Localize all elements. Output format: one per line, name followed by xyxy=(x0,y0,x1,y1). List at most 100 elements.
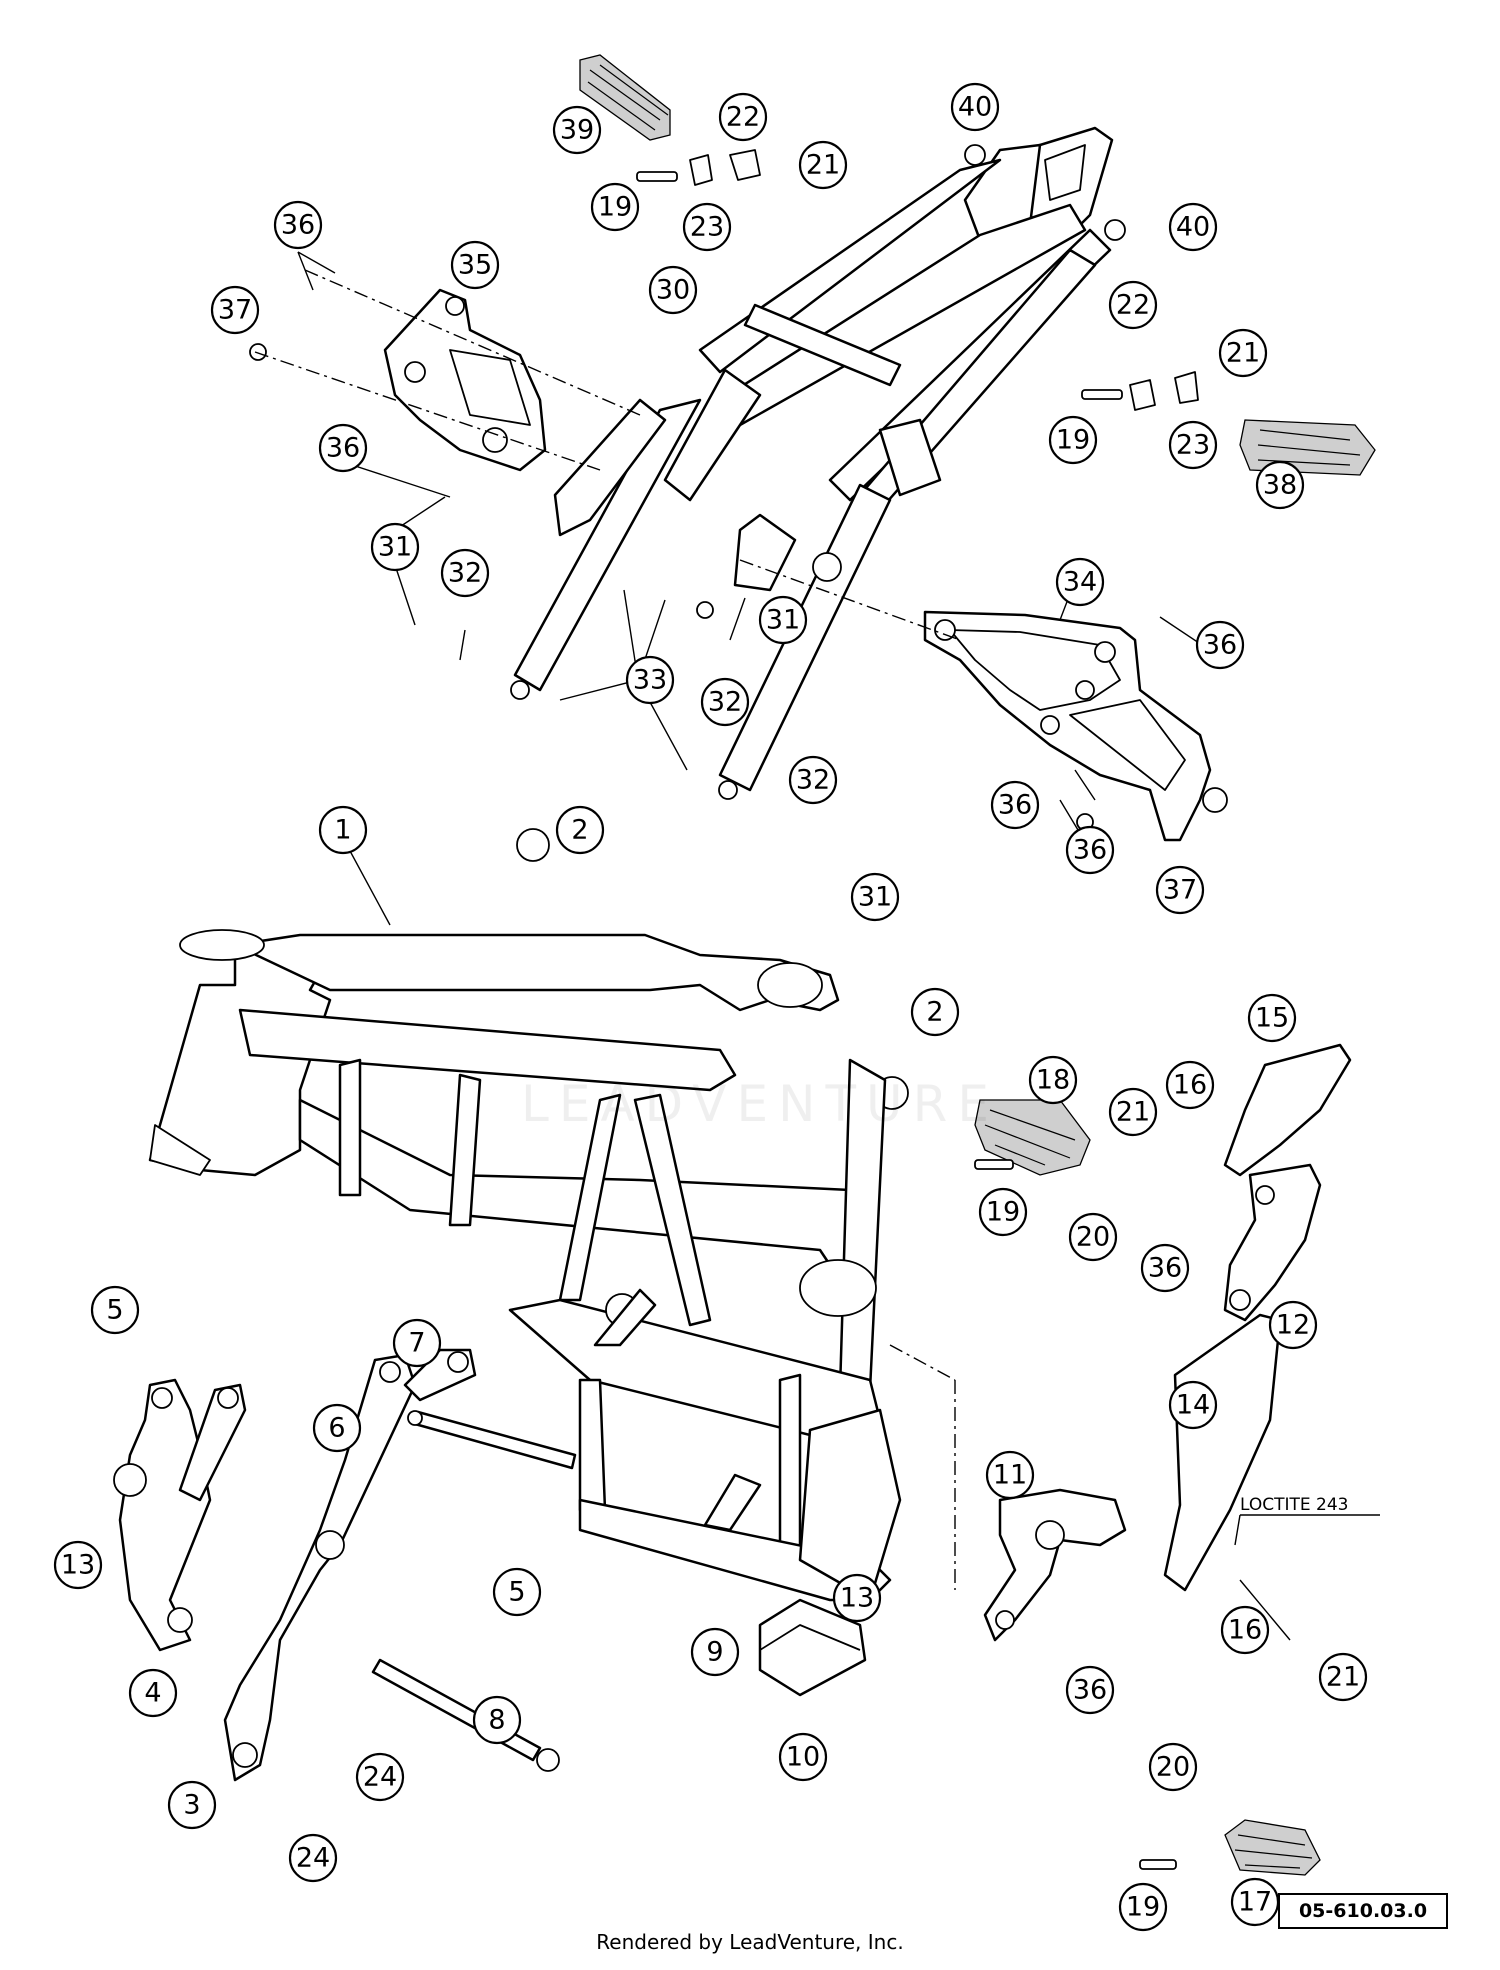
svg-text:9: 9 xyxy=(706,1637,723,1668)
callout-14: 14 xyxy=(1168,1380,1218,1430)
callout-31: 31 xyxy=(370,522,420,572)
svg-text:15: 15 xyxy=(1255,1003,1289,1034)
engine-bracket-4 xyxy=(113,1378,247,1652)
callout-39: 39 xyxy=(552,105,602,155)
callout-21: 21 xyxy=(1318,1652,1368,1702)
diagram-reference-number: 05-610.03.0 xyxy=(1278,1893,1448,1929)
callout-5: 5 xyxy=(90,1285,140,1335)
svg-text:19: 19 xyxy=(1126,1892,1160,1923)
callout-35: 35 xyxy=(450,240,500,290)
callout-24: 24 xyxy=(355,1752,405,1802)
svg-text:36: 36 xyxy=(1073,1675,1107,1706)
bolt-7 xyxy=(407,1410,577,1470)
callout-36: 36 xyxy=(1140,1243,1190,1293)
heel-guard-14 xyxy=(1163,1313,1282,1592)
callout-22: 22 xyxy=(1108,280,1158,330)
skid-plate-9 xyxy=(758,1598,867,1697)
callout-36: 36 xyxy=(1065,1665,1115,1715)
callout-23: 23 xyxy=(682,202,732,252)
svg-text:1: 1 xyxy=(334,815,351,846)
callout-18: 18 xyxy=(1028,1055,1078,1105)
callout-21: 21 xyxy=(1108,1087,1158,1137)
svg-text:37: 37 xyxy=(1163,875,1197,906)
svg-text:22: 22 xyxy=(1116,290,1150,321)
callout-21: 21 xyxy=(1218,328,1268,378)
callout-2: 2 xyxy=(555,805,605,855)
callout-11: 11 xyxy=(985,1450,1035,1500)
svg-text:5: 5 xyxy=(106,1295,123,1326)
svg-text:30: 30 xyxy=(656,275,690,306)
svg-text:10: 10 xyxy=(786,1742,820,1773)
svg-text:13: 13 xyxy=(840,1583,874,1614)
svg-text:37: 37 xyxy=(218,295,252,326)
svg-text:31: 31 xyxy=(378,532,412,563)
svg-text:2: 2 xyxy=(926,997,943,1028)
callout-6: 6 xyxy=(312,1403,362,1453)
callout-36: 36 xyxy=(990,780,1040,830)
callout-4: 4 xyxy=(128,1668,178,1718)
engine-bracket-3 xyxy=(223,1348,477,1782)
footrest-bracket-11 xyxy=(983,1488,1127,1642)
svg-text:39: 39 xyxy=(560,115,594,146)
callout-2: 2 xyxy=(910,987,960,1037)
callout-7: 7 xyxy=(392,1318,442,1368)
callout-37: 37 xyxy=(1155,865,1205,915)
callout-23: 23 xyxy=(1168,420,1218,470)
svg-text:40: 40 xyxy=(958,92,992,123)
svg-text:12: 12 xyxy=(1276,1310,1310,1341)
svg-text:24: 24 xyxy=(363,1762,397,1793)
svg-text:21: 21 xyxy=(806,150,840,181)
footer-credit: Rendered by LeadVenture, Inc. xyxy=(596,1930,904,1954)
svg-text:22: 22 xyxy=(726,102,760,133)
footpeg-18 xyxy=(974,1099,1091,1176)
callout-22: 22 xyxy=(718,92,768,142)
callout-36: 36 xyxy=(273,200,323,250)
svg-text:36: 36 xyxy=(326,433,360,464)
callout-32: 32 xyxy=(700,677,750,727)
svg-text:13: 13 xyxy=(61,1550,95,1581)
footrest-bracket-12 xyxy=(1223,1163,1322,1322)
heel-guard-15 xyxy=(1223,1043,1352,1177)
svg-text:18: 18 xyxy=(1036,1065,1070,1096)
callout-1: 1 xyxy=(318,805,368,855)
svg-text:3: 3 xyxy=(183,1790,200,1821)
callout-24: 24 xyxy=(288,1833,338,1883)
svg-text:34: 34 xyxy=(1063,567,1097,598)
callout-15: 15 xyxy=(1247,993,1297,1043)
callout-32: 32 xyxy=(440,548,490,598)
callout-40: 40 xyxy=(1168,202,1218,252)
small-hardware xyxy=(249,144,1199,1870)
svg-text:20: 20 xyxy=(1156,1752,1190,1783)
svg-text:38: 38 xyxy=(1263,470,1297,501)
svg-text:2: 2 xyxy=(571,815,588,846)
callout-5: 5 xyxy=(492,1567,542,1617)
callout-13: 13 xyxy=(832,1573,882,1623)
svg-text:16: 16 xyxy=(1173,1070,1207,1101)
footpeg-17 xyxy=(1224,1819,1321,1876)
svg-text:36: 36 xyxy=(1073,835,1107,866)
svg-text:24: 24 xyxy=(296,1843,330,1874)
svg-text:33: 33 xyxy=(633,665,667,696)
footpeg-38 xyxy=(1239,419,1376,476)
callout-40: 40 xyxy=(950,82,1000,132)
callout-3: 3 xyxy=(167,1780,217,1830)
callout-21: 21 xyxy=(798,140,848,190)
svg-text:36: 36 xyxy=(1148,1253,1182,1284)
assembly-lines xyxy=(254,269,961,1590)
svg-text:21: 21 xyxy=(1326,1662,1360,1693)
callout-10: 10 xyxy=(778,1732,828,1782)
svg-text:32: 32 xyxy=(796,765,830,796)
heel-guard-35 xyxy=(383,288,547,472)
callout-19: 19 xyxy=(590,182,640,232)
svg-text:23: 23 xyxy=(690,212,724,243)
svg-text:31: 31 xyxy=(858,882,892,913)
svg-text:35: 35 xyxy=(458,250,492,281)
subframe-part xyxy=(510,126,1114,800)
callout-31: 31 xyxy=(850,872,900,922)
svg-text:6: 6 xyxy=(328,1413,345,1444)
callout-20: 20 xyxy=(1068,1212,1118,1262)
callout-9: 9 xyxy=(690,1627,740,1677)
callout-31: 31 xyxy=(758,595,808,645)
svg-text:4: 4 xyxy=(144,1678,161,1709)
callout-16: 16 xyxy=(1165,1060,1215,1110)
